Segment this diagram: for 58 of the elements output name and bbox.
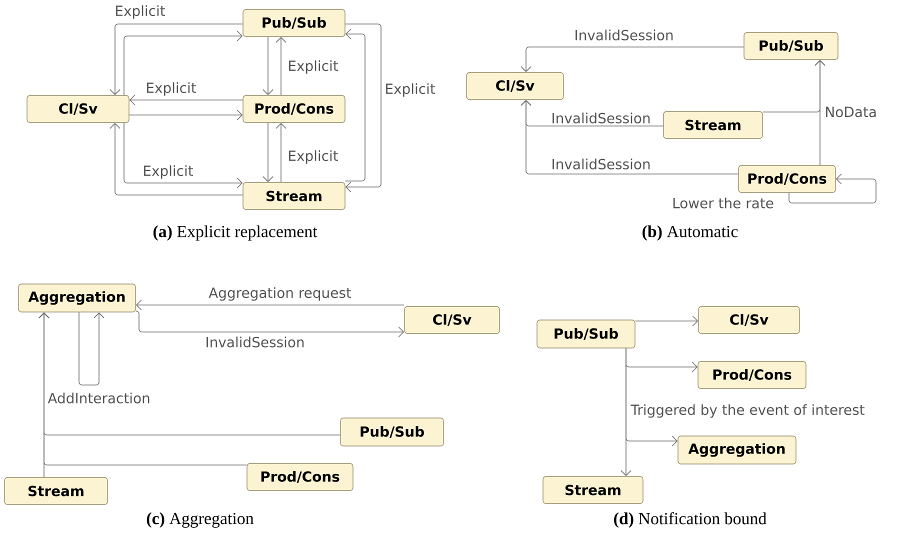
state-box: Stream xyxy=(242,182,346,210)
state-box: Stream xyxy=(542,476,644,504)
edge-label: AddInteraction xyxy=(47,392,151,404)
arrow xyxy=(124,122,243,188)
edge-label: InvalidSession xyxy=(550,112,652,124)
edge-label: InvalidSession xyxy=(550,158,652,170)
state-box: Aggregation xyxy=(678,436,796,464)
state-box: Stream xyxy=(4,477,108,505)
arrow xyxy=(276,122,286,183)
state-box: Prod/Cons xyxy=(738,165,836,193)
edge-label: Aggregation request xyxy=(208,286,352,302)
edge-label: InvalidSession xyxy=(574,29,674,41)
edge-label: Lower the rate xyxy=(672,197,774,209)
arrow xyxy=(520,100,739,174)
caption: (c) Aggregation xyxy=(146,512,254,528)
arrow xyxy=(129,94,244,106)
state-box: Prod/Cons xyxy=(242,95,346,123)
caption: (b) Automatic xyxy=(642,225,738,241)
edge-label: InvalidSession xyxy=(204,336,306,348)
state-box: Prod/Cons xyxy=(698,361,806,389)
arrow xyxy=(344,28,366,182)
edge-label: Triggered by the event of interest xyxy=(630,404,866,418)
edge-label: Explicit xyxy=(384,82,436,98)
arrow xyxy=(344,24,382,192)
arrow xyxy=(634,316,698,326)
arrow xyxy=(124,30,243,96)
state-box: Pub/Sub xyxy=(340,418,444,446)
arrow xyxy=(136,300,405,310)
state-box: Pub/Sub xyxy=(744,32,838,60)
state-box: Cl/Sv xyxy=(698,306,800,334)
edge-label: Explicit xyxy=(287,150,339,164)
arrow xyxy=(262,36,274,96)
state-box: Aggregation xyxy=(18,284,136,312)
edge-label: Explicit xyxy=(287,60,339,74)
edge-label: NoData xyxy=(824,106,878,118)
arrow xyxy=(620,348,632,476)
state-box: Cl/Sv xyxy=(26,95,130,123)
arrow xyxy=(110,24,244,96)
arrow xyxy=(262,122,274,182)
arrow xyxy=(38,312,248,466)
caption: (a) Explicit replacement xyxy=(153,225,318,241)
state-box: Prod/Cons xyxy=(246,463,354,491)
caption: (d) Notification bound xyxy=(614,512,766,528)
edge-label: Explicit xyxy=(142,164,194,180)
state-box: Pub/Sub xyxy=(536,320,636,348)
edge-label: Explicit xyxy=(145,82,197,96)
state-box: Stream xyxy=(663,111,763,139)
edge-label: Explicit xyxy=(114,4,166,20)
state-box: Pub/Sub xyxy=(242,9,346,37)
arrow xyxy=(276,36,286,96)
arrow xyxy=(814,60,826,166)
state-box: Cl/Sv xyxy=(466,72,564,100)
state-box: Cl/Sv xyxy=(404,306,500,334)
arrow xyxy=(135,310,404,338)
arrow xyxy=(520,46,744,72)
arrow xyxy=(78,312,104,386)
arrow xyxy=(128,110,243,120)
arrow xyxy=(110,122,244,196)
